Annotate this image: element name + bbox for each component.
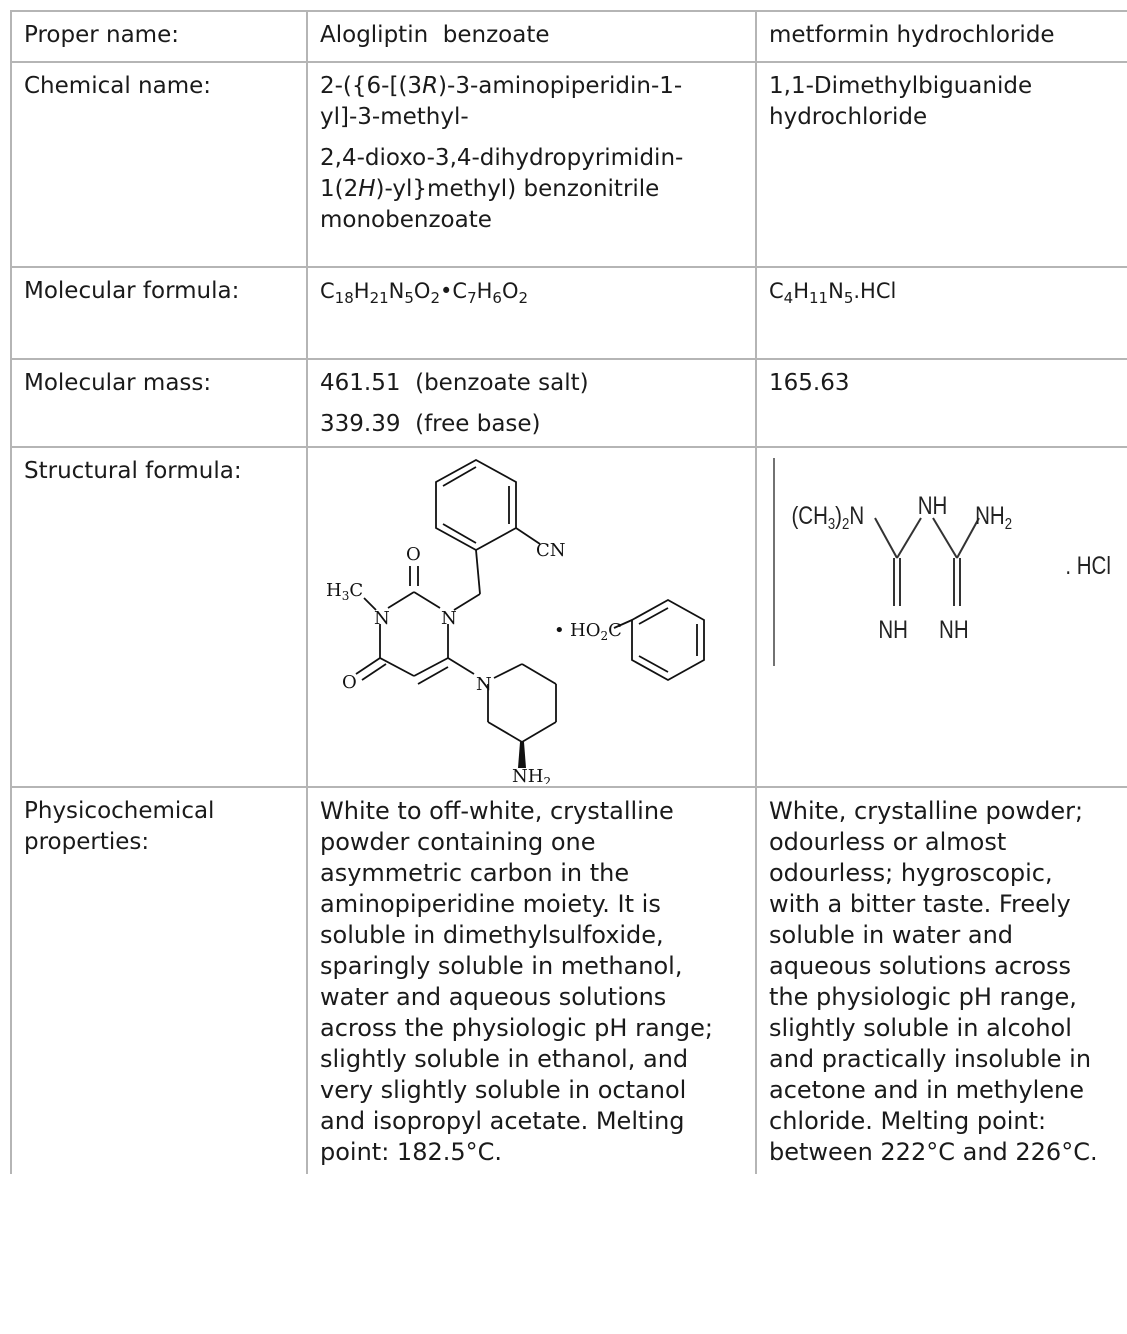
chem-name-line: yl]-3-methyl-	[320, 104, 469, 130]
atom-nh2: NH2	[512, 766, 551, 784]
prop-line: White to off-white, crystalline	[320, 797, 674, 825]
formula-metformin: C4H11N5.HCl	[769, 279, 897, 307]
group-nh-bottom-1: NH	[878, 615, 908, 643]
prop-line: across the physiologic pH range;	[320, 1014, 713, 1042]
label-cell: Structural formula:	[10, 446, 307, 788]
prop-line: soluble in dimethylsulfoxide,	[320, 921, 664, 949]
label-cell: Proper name:	[10, 10, 307, 63]
chem-name-line: 1,1-Dimethylbiguanide	[769, 73, 1033, 99]
chem-name-line: 2,4-dioxo-3,4-dihydropyrimidin-	[320, 145, 684, 171]
prop-line: aminopiperidine moiety. It is	[320, 890, 661, 918]
proper-name-alogliptin: Alogliptin benzoate	[320, 22, 550, 48]
prop-line: between 222°C and 226°C.	[769, 1138, 1098, 1166]
prop-line: with a bitter taste. Freely	[769, 890, 1071, 918]
group-dimethylamino: (CH3)2N	[791, 501, 864, 533]
value-cell: C4H11N5.HCl	[755, 266, 1127, 360]
value-cell: O H3C N N O N NH2 CN • HO2C	[306, 446, 756, 788]
table-row: Proper name: Alogliptin benzoate metform…	[10, 10, 1127, 63]
prop-line: White, crystalline powder;	[769, 797, 1084, 825]
alogliptin-structure: O H3C N N O N NH2 CN • HO2C	[326, 458, 705, 784]
chem-name-line: 1(2H)-yl}methyl) benzonitrile	[320, 176, 660, 202]
value-cell: metformin hydrochloride	[755, 10, 1127, 63]
atom-ho2c: HO2C	[570, 620, 622, 643]
table-row: Chemical name: 2-({6-[(3R)-3-aminopiperi…	[10, 61, 1127, 268]
drug-properties-table: Proper name: Alogliptin benzoate metform…	[10, 10, 1127, 1174]
table-row: Molecular mass: 461.51 (benzoate salt) 3…	[10, 358, 1127, 448]
prop-line: point: 182.5°C.	[320, 1138, 503, 1166]
chemical-name-label: Chemical name:	[24, 73, 211, 99]
chem-name-line: monobenzoate	[320, 207, 492, 233]
mass-free-base: 339.39 (free base)	[320, 411, 541, 437]
value-cell: Alogliptin benzoate	[306, 10, 756, 63]
prop-line: powder containing one	[320, 828, 596, 856]
prop-line: and isopropyl acetate. Melting	[320, 1107, 685, 1135]
prop-line: and practically insoluble in	[769, 1045, 1092, 1073]
prop-line: very slightly soluble in octanol	[320, 1076, 687, 1104]
table-row: Molecular formula: C18H21N5O2•C7H6O2 C4H…	[10, 266, 1127, 360]
label-cell: Molecular mass:	[10, 358, 307, 448]
label-cell: Physicochemical properties:	[10, 786, 307, 1174]
physicochemical-label: Physicochemical	[24, 798, 215, 824]
prop-line: odourless; hygroscopic,	[769, 859, 1053, 887]
value-cell: 2-({6-[(3R)-3-aminopiperidin-1- yl]-3-me…	[306, 61, 756, 268]
mass-salt: 461.51 (benzoate salt)	[320, 370, 589, 396]
label-cell: Chemical name:	[10, 61, 307, 268]
proper-name-metformin: metformin hydrochloride	[769, 22, 1055, 48]
prop-line: odourless or almost	[769, 828, 1007, 856]
prop-line: asymmetric carbon in the	[320, 859, 630, 887]
physicochemical-label-2: properties:	[24, 829, 150, 855]
atom-n1: N	[441, 608, 457, 629]
value-cell: (CH3)2N NH NH2 NH NH . HCl	[755, 446, 1127, 788]
molecular-formula-label: Molecular formula:	[24, 278, 240, 304]
value-cell: 1,1-Dimethylbiguanide hydrochloride	[755, 61, 1127, 268]
chem-name-line: hydrochloride	[769, 104, 928, 130]
group-nh2: NH2	[975, 501, 1012, 533]
prop-line: acetone and in methylene	[769, 1076, 1085, 1104]
molecular-mass-label: Molecular mass:	[24, 370, 212, 396]
value-cell: 165.63	[755, 358, 1127, 448]
value-cell: White to off-white, crystalline powder c…	[306, 786, 756, 1174]
value-cell: 461.51 (benzoate salt) 339.39 (free base…	[306, 358, 756, 448]
atom-n-piperidine: N	[476, 674, 492, 695]
prop-line: soluble in water and	[769, 921, 1014, 949]
prop-line: chloride. Melting point:	[769, 1107, 1047, 1135]
table-row: Physicochemical properties: White to off…	[10, 786, 1127, 1174]
atom-o-top: O	[406, 544, 421, 565]
group-nh-top: NH	[918, 491, 948, 519]
label-cell: Molecular formula:	[10, 266, 307, 360]
group-hcl: . HCl	[1065, 551, 1111, 579]
atom-cn: CN	[536, 540, 566, 561]
prop-line: aqueous solutions across	[769, 952, 1072, 980]
metformin-structure: (CH3)2N NH NH2 NH NH . HCl	[773, 458, 1111, 666]
prop-line: slightly soluble in alcohol	[769, 1014, 1072, 1042]
prop-line: the physiologic pH range,	[769, 983, 1077, 1011]
atom-n3: N	[374, 608, 390, 629]
atom-h3c: H3C	[326, 580, 363, 603]
atom-o-bottom: O	[342, 672, 357, 693]
group-nh-bottom-2: NH	[939, 615, 969, 643]
prop-line: sparingly soluble in methanol,	[320, 952, 683, 980]
chem-name-line: 2-({6-[(3R)-3-aminopiperidin-1-	[320, 73, 683, 99]
formula-alogliptin: C18H21N5O2•C7H6O2	[320, 279, 529, 307]
prop-line: water and aqueous solutions	[320, 983, 667, 1011]
salt-dot: •	[554, 620, 565, 641]
proper-name-label: Proper name:	[24, 22, 179, 48]
structural-formula-label: Structural formula:	[24, 458, 242, 484]
table-row: Structural formula:	[10, 446, 1127, 788]
prop-line: slightly soluble in ethanol, and	[320, 1045, 689, 1073]
value-cell: White, crystalline powder; odourless or …	[755, 786, 1127, 1174]
value-cell: C18H21N5O2•C7H6O2	[306, 266, 756, 360]
mass-metformin: 165.63	[769, 370, 850, 396]
